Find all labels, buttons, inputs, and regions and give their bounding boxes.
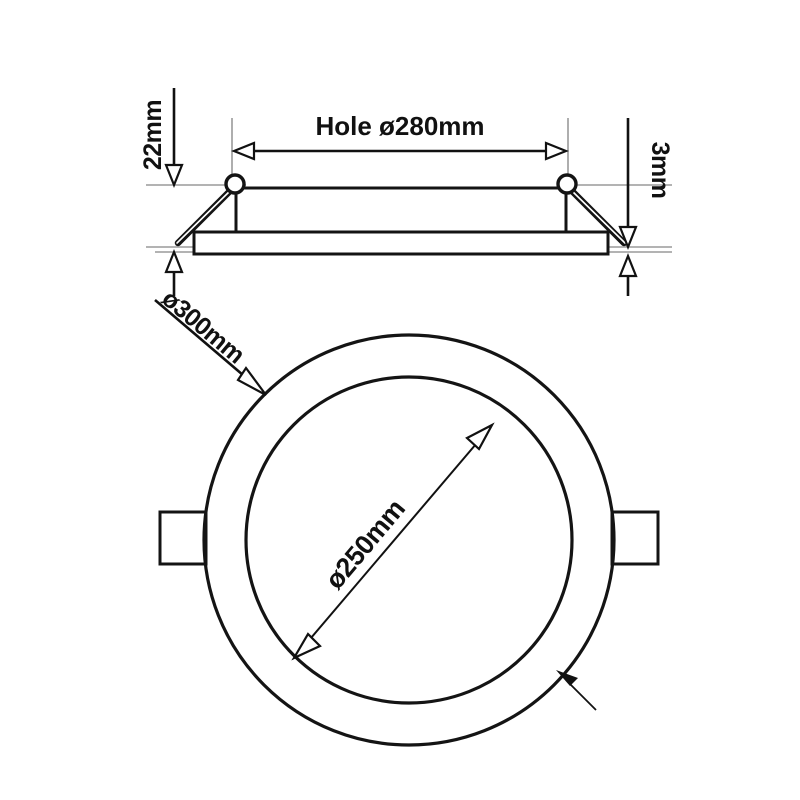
dimension-bezel-3mm: 3mm <box>618 118 674 296</box>
dimension-label-depth: 22mm <box>139 100 167 170</box>
spring-clip-left-knob <box>224 173 246 195</box>
dimension-label-inner-diameter: ø250mm <box>319 494 410 595</box>
arrowhead-outer-diameter <box>236 366 267 396</box>
inner-circle-250mm <box>244 375 574 705</box>
dimension-inner-diameter: ø250mm <box>291 422 495 661</box>
bezel-flange-section <box>192 230 610 256</box>
spring-clip-right <box>556 173 628 247</box>
arrowhead-depth-up <box>164 249 184 274</box>
arrowhead-hole-left <box>231 141 256 161</box>
arrowhead-depth-down <box>164 163 184 188</box>
dimension-label-bezel-thickness: 3mm <box>646 142 674 199</box>
arrowhead-bezel-up <box>618 253 638 278</box>
dimension-label-hole-diameter: Hole ø280mm <box>315 111 484 141</box>
arrowhead-inner-diameter-upper <box>465 422 495 451</box>
mounting-tab-right <box>610 510 660 566</box>
rim-pointer-leader <box>556 670 597 711</box>
dimension-outer-diameter: ø300mm <box>154 285 267 396</box>
mounting-tab-left <box>158 510 208 566</box>
arrowhead-inner-diameter-lower <box>291 632 322 661</box>
dimension-line-inner-diameter <box>304 436 483 646</box>
cross-section-view: Hole ø280mm 22mm 3mm <box>139 88 674 296</box>
arrowhead-rim-pointer <box>556 670 578 686</box>
dimension-label-outer-diameter: ø300mm <box>156 285 249 370</box>
spring-clip-left <box>174 173 246 247</box>
spring-clip-right-knob <box>556 173 578 195</box>
panel-body-section <box>234 186 568 234</box>
dimension-hole-diameter: Hole ø280mm <box>231 111 569 161</box>
plan-view: ø300mm ø250mm <box>154 285 660 747</box>
leader-line-outer-diameter <box>154 299 251 382</box>
outer-circle-300mm <box>202 333 616 747</box>
dimension-depth-22mm: 22mm <box>139 88 184 296</box>
arrowhead-bezel-down <box>618 225 638 250</box>
arrowhead-hole-right <box>544 141 569 161</box>
